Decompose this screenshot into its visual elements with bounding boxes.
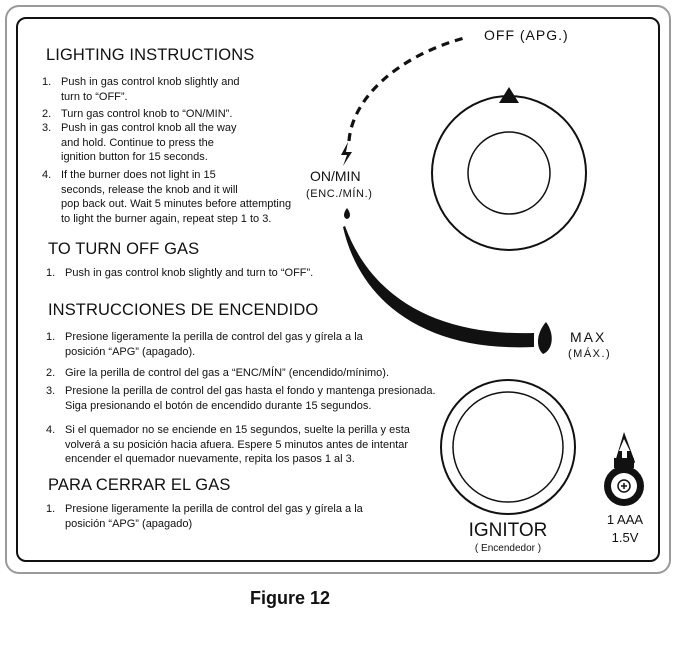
step-number: 1.	[46, 331, 56, 343]
ignitor-button-inner	[452, 391, 564, 503]
cerrar-gas-heading: PARA CERRAR EL GAS	[48, 476, 231, 494]
max-sub-label: (MÁX.)	[568, 348, 612, 360]
step-number: 1.	[46, 503, 56, 515]
step-line: If the burner does not light in 15	[61, 169, 216, 181]
min-flame-icon	[344, 208, 350, 219]
lighting-instructions-heading: LIGHTING INSTRUCTIONS	[46, 46, 255, 64]
step-line: Gire la perilla de control del gas a “EN…	[65, 367, 390, 379]
max-label: MAX	[570, 329, 607, 345]
ignitor-sub-label: ( Encendedor )	[474, 543, 542, 554]
step-line: to light the burner again, repeat step 1…	[61, 212, 272, 225]
step-line: Siga presionando el botón de encendido d…	[65, 399, 372, 412]
instruction-panel	[16, 17, 660, 562]
battery-icon	[604, 432, 644, 506]
max-flame-icon	[537, 322, 552, 354]
step-line: posición “APG” (apagado).	[65, 345, 196, 358]
gas-control-knob-center	[467, 131, 551, 215]
instrucciones-heading: INSTRUCCIONES DE ENCENDIDO	[48, 301, 319, 319]
step-number: 3.	[46, 385, 56, 397]
step-line: pop back out. Wait 5 minutes before atte…	[61, 198, 292, 210]
step-number: 1.	[42, 76, 52, 88]
step-number: 2.	[46, 367, 56, 379]
step-line: Presione la perilla de control del gas h…	[65, 385, 436, 397]
ignitor-label: IGNITOR	[468, 520, 548, 541]
step-line: volverá a su posición hacia afuera. Espe…	[65, 438, 409, 451]
figure-caption: Figure 12	[249, 588, 331, 608]
turn-off-gas-heading: TO TURN OFF GAS	[48, 240, 200, 258]
step-number: 2.	[42, 108, 52, 120]
step-line: Turn gas control knob to “ON/MIN”.	[61, 108, 233, 120]
step-number: 4.	[46, 424, 56, 436]
step-line: posición “APG” (apagado)	[65, 517, 193, 530]
step-line: Presione ligeramente la perilla de contr…	[65, 503, 363, 515]
min-to-max-arc	[343, 226, 534, 348]
step-line: encender el quemador nuevamente, repita …	[65, 453, 355, 465]
spark-icon	[341, 142, 352, 166]
step-line: ignition button for 15 seconds.	[61, 151, 208, 163]
battery-voltage-label: 1.5V	[611, 530, 639, 545]
on-min-label: ON/MIN	[310, 168, 361, 184]
off-label: OFF (APG.)	[484, 27, 569, 43]
step-line: Push in gas control knob slightly and tu…	[65, 267, 314, 279]
step-number: 4.	[42, 169, 52, 181]
step-line: seconds, release the knob and it will	[61, 183, 238, 196]
knob-pointer-icon	[499, 87, 519, 103]
step-number: 3.	[42, 122, 52, 134]
battery-type-label: 1 AAA	[606, 512, 644, 527]
step-number: 1.	[46, 267, 56, 279]
step-line: and hold. Continue to press the	[61, 136, 214, 149]
on-min-sub-label: (ENC./MÍN.)	[306, 188, 373, 200]
step-line: Presione ligeramente la perilla de contr…	[65, 331, 363, 343]
step-line: turn to “OFF”.	[61, 90, 128, 103]
step-line: Push in gas control knob slightly and	[61, 76, 240, 88]
step-line: Push in gas control knob all the way	[61, 122, 237, 134]
off-direction-dashed-arc	[347, 35, 469, 142]
step-line: Si el quemador no se enciende en 15 segu…	[65, 424, 410, 436]
